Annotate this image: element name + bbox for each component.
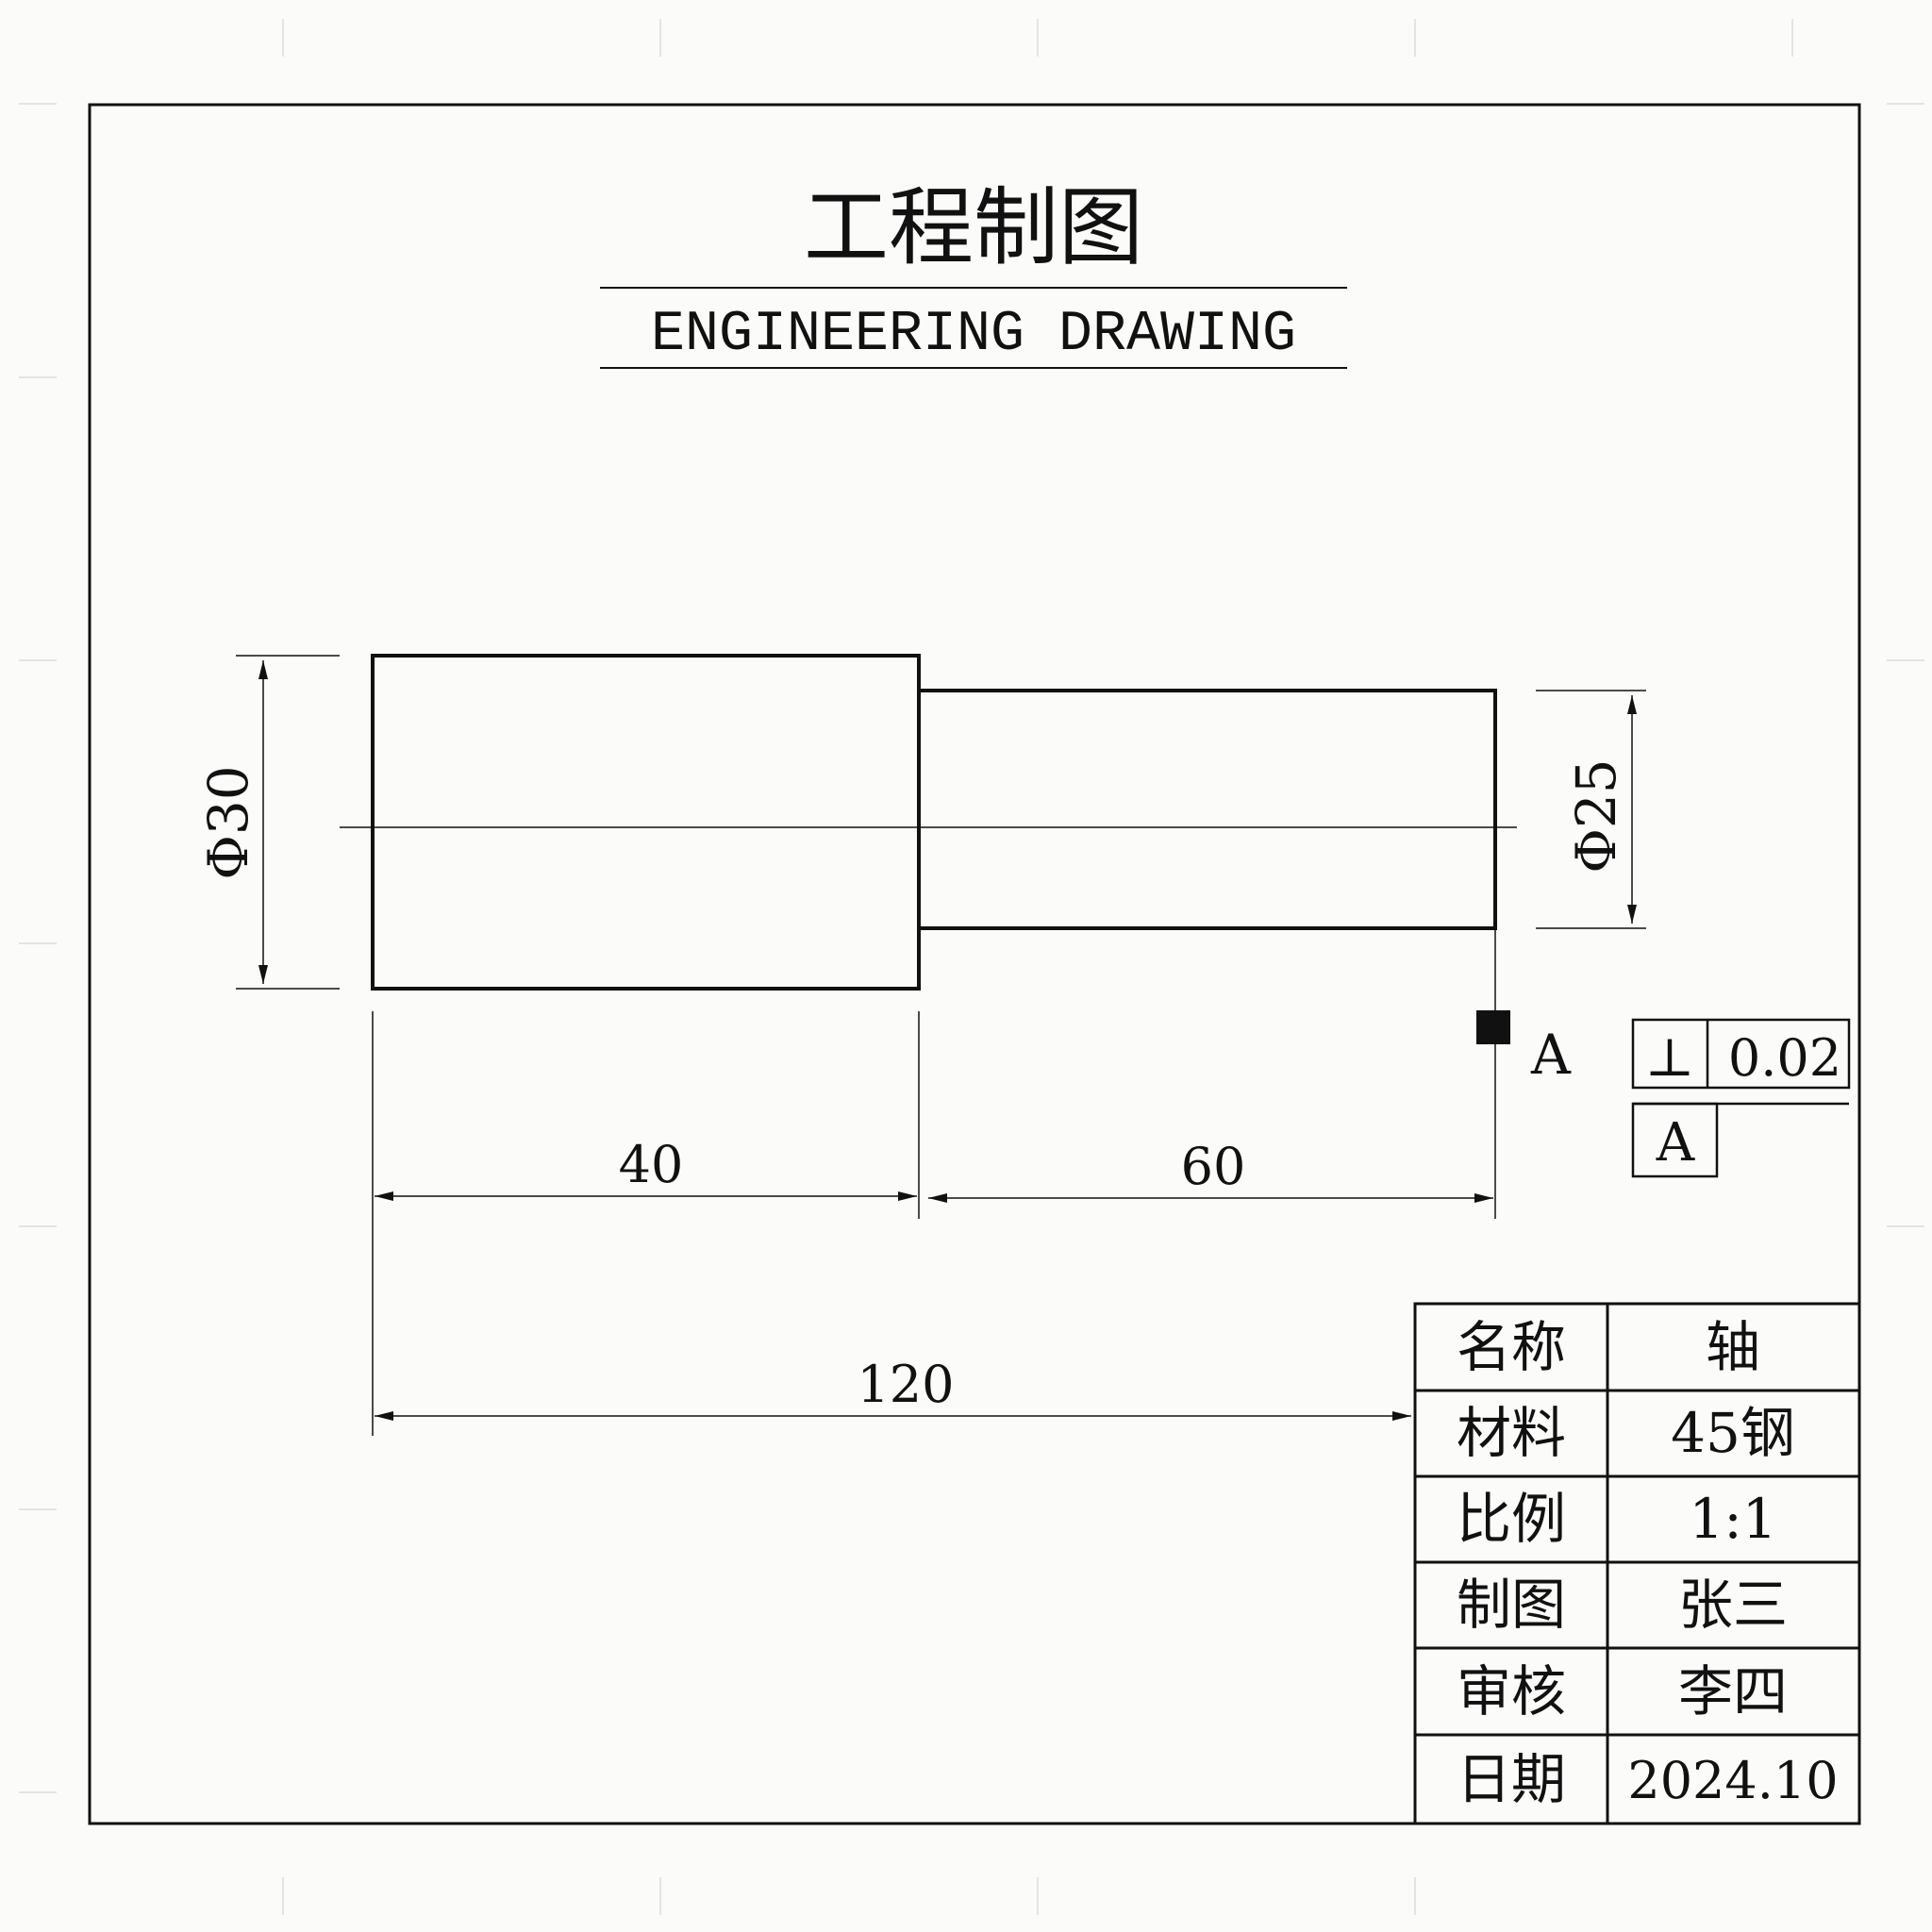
title-block-label-scale: 比例 [1457, 1487, 1566, 1551]
datum-marker [1476, 1010, 1510, 1044]
title-block-value-name: 轴 [1706, 1315, 1760, 1379]
title-block-label-date: 日期 [1457, 1747, 1566, 1811]
len-left-label: 40 [619, 1135, 684, 1194]
title-block-label-material: 材料 [1457, 1401, 1566, 1465]
tolerance-symbol: ⊥ [1645, 1027, 1695, 1089]
sheet-margin-marks [19, 19, 1924, 1915]
len-total-label: 120 [857, 1355, 954, 1414]
title-block-value-checked: 李四 [1678, 1659, 1788, 1724]
shaft-section-large [371, 654, 921, 991]
dimension-dia-right [1536, 690, 1646, 929]
title-block-value-date: 2024.10 [1627, 1751, 1838, 1810]
shaft [371, 654, 1497, 991]
len-right-label: 60 [1181, 1137, 1246, 1196]
tolerance-value: 0.02 [1728, 1028, 1841, 1088]
title-en: ENGINEERING DRAWING [651, 303, 1296, 367]
title-cn: 工程制图 [804, 178, 1143, 277]
datum-label: A [1530, 1023, 1572, 1087]
title-block-value-scale: 1:1 [1689, 1487, 1776, 1551]
title-block-label-name: 名称 [1457, 1315, 1566, 1379]
dia-right-label: Φ25 [1564, 758, 1628, 873]
title-block-label-checked: 审核 [1457, 1659, 1566, 1724]
title-block-label-drawn: 制图 [1457, 1573, 1566, 1637]
tolerance-frame [1631, 1018, 1851, 1178]
tolerance-datum-ref: A [1656, 1112, 1695, 1174]
shaft-section-small [917, 689, 1497, 930]
drawing-frame [88, 103, 1861, 1825]
dimension-dia-left [236, 655, 340, 990]
title-block [1413, 1302, 1861, 1825]
dia-left-label: Φ30 [196, 765, 260, 879]
title-block-value-material: 45钢 [1671, 1401, 1795, 1465]
title-block-value-drawn: 张三 [1678, 1573, 1788, 1637]
extension-lines [372, 928, 1496, 1436]
